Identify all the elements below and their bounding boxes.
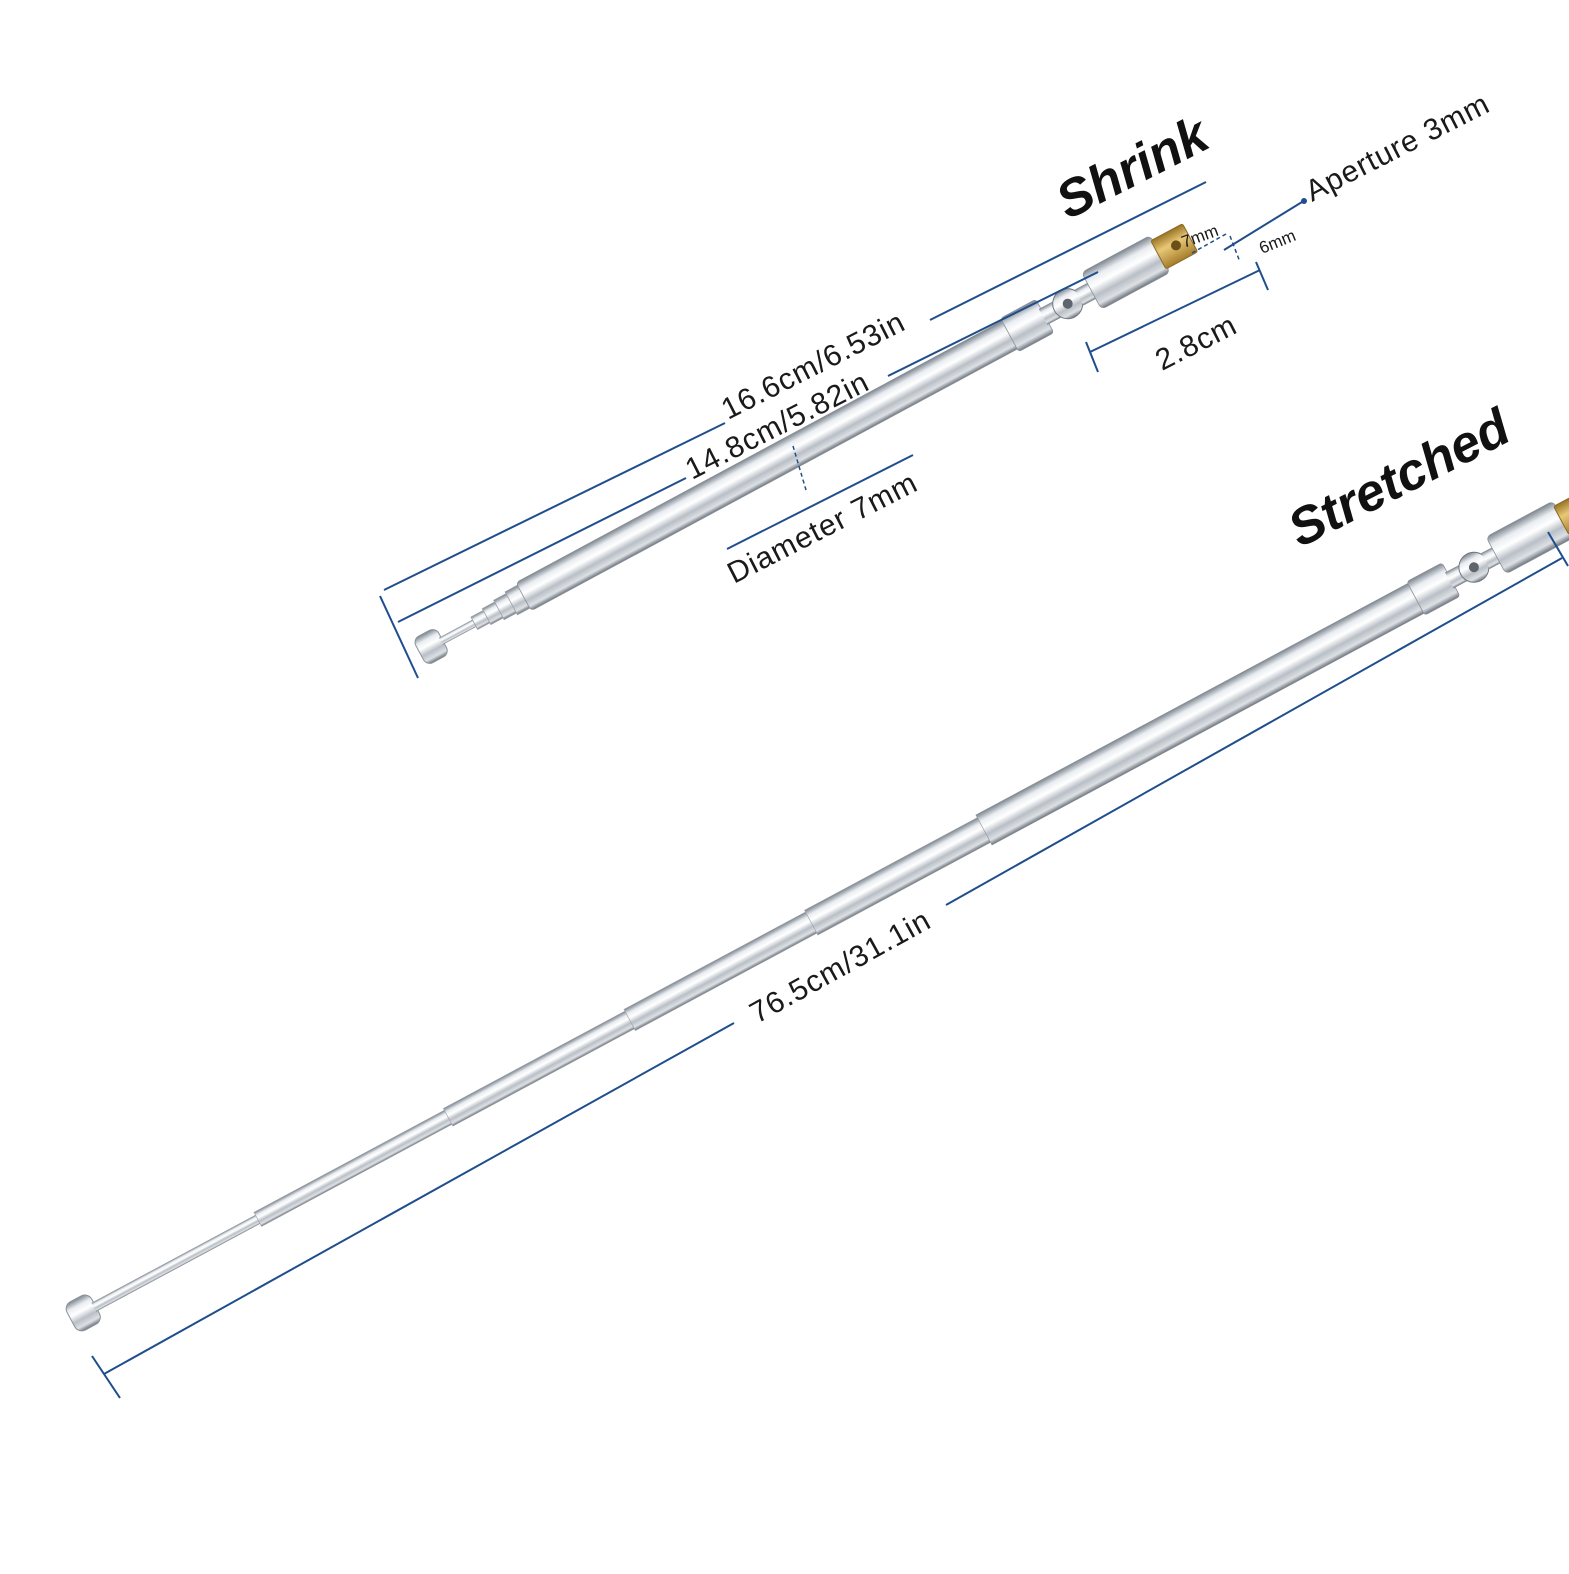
joint-length-label: 2.8cm [1150,308,1242,377]
stretched-antenna [65,490,1569,1332]
stretched-title: Stretched [1279,398,1520,559]
total-length-line-left [383,422,726,591]
total-length-line-right [929,181,1207,321]
joint-length-tick-left [1085,341,1099,373]
joint-length-tick-right [1255,261,1269,291]
body-length-line-right [887,271,1099,377]
aperture-leader [1223,201,1303,251]
tab-height-label: 6mm [1256,226,1298,258]
stretched-length-line-left [103,1022,735,1375]
tab-height-marker [1229,235,1241,263]
shrink-title: Shrink [1047,104,1220,231]
shrunk-antenna [414,223,1198,664]
telescopic-antenna-extended-icon [65,490,1569,1332]
total-length-end-tick [379,595,419,679]
body-length-line-left [397,477,687,623]
telescopic-antenna-collapsed-icon [414,223,1198,664]
stretched-length-tick-right [1547,531,1569,567]
stretched-length-line-right [945,557,1563,906]
stretched-dimension-lines [91,531,1569,1399]
shrink-dimension-lines [379,181,1307,679]
stretched-length-tick-left [91,1355,121,1399]
joint-length-line [1089,269,1261,353]
tab-width-label: 7mm [1179,221,1221,252]
aperture-label: Aperture 3mm [1300,87,1495,208]
diameter-underline [726,454,914,550]
diameter-marker [792,445,807,491]
aperture-leader-dot [1301,198,1307,204]
